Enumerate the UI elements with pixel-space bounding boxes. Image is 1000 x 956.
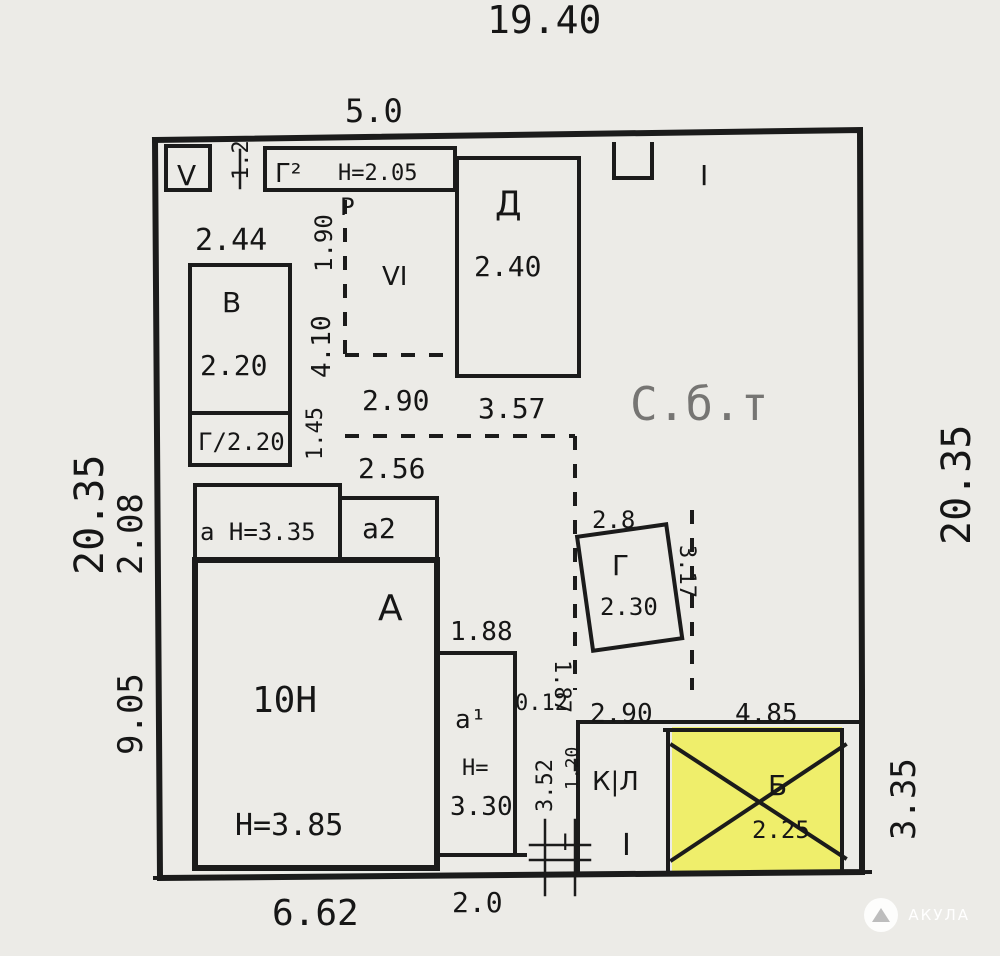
label-a1: а¹ xyxy=(455,705,486,735)
label-dim-2-90b: 2.90 xyxy=(590,699,653,729)
label-g: Г xyxy=(612,549,629,582)
label-dim-1-90: 1.90 xyxy=(310,214,338,272)
label-t-top: I xyxy=(700,159,708,192)
label-h-3-30-a: Н= xyxy=(462,756,489,781)
label-p: Р xyxy=(340,193,354,221)
label-v-small-dim: 1.2 xyxy=(229,140,254,180)
label-dim-1-20: 1.20 xyxy=(562,747,583,790)
label-dim-3-52: 3.52 xyxy=(533,759,558,812)
dim-right-total: 20.35 xyxy=(934,425,980,545)
label-10n: 10Н xyxy=(252,680,317,721)
faded-stamp: С.б.т xyxy=(630,377,768,431)
room-a-big xyxy=(192,557,440,871)
label-dim-4-85: 4.85 xyxy=(735,699,798,729)
dim-top-segment: 5.0 xyxy=(345,92,403,130)
label-h-3-85: Н=3.85 xyxy=(235,808,343,843)
label-dim-1-88: 1.88 xyxy=(450,617,513,647)
watermark-brand: АКУЛА xyxy=(908,906,970,924)
room-g xyxy=(574,522,685,653)
label-b-dim: 2.20 xyxy=(200,349,267,382)
label-dim-2-56: 2.56 xyxy=(358,452,425,485)
label-i-big: I xyxy=(622,828,631,863)
label-g1: Г/2.20 xyxy=(198,428,285,456)
watermark: АКУЛА xyxy=(864,898,970,932)
label-highlight-letter: Б xyxy=(768,769,787,802)
label-d-dim: 2.40 xyxy=(474,250,541,283)
label-d: Д xyxy=(495,184,522,224)
label-g2-height: H=2.05 xyxy=(338,161,417,186)
label-vi: VI xyxy=(382,262,407,292)
dim-right-lower: 3.35 xyxy=(884,758,924,840)
label-dim-1-87: 1.87 xyxy=(549,660,574,713)
plan-labels: 19.40 5.0 20.35 2.08 9.05 20.35 3.35 6.6… xyxy=(67,0,980,934)
dim-top-total: 19.40 xyxy=(487,0,601,42)
label-v-small: V xyxy=(177,159,196,192)
label-dim-2-8: 2.8 xyxy=(592,506,635,534)
shark-logo-icon xyxy=(864,898,899,932)
label-dim-3-57: 3.57 xyxy=(478,392,545,425)
label-dim-3-17: 3.17 xyxy=(674,545,699,598)
label-dim-1-45: 1.45 xyxy=(303,407,328,460)
dimension-ticks xyxy=(528,818,592,897)
dim-left-lower: 9.05 xyxy=(111,673,151,755)
label-b: В xyxy=(222,286,241,319)
label-a2: а2 xyxy=(362,512,396,545)
label-a-big: А xyxy=(378,588,403,629)
label-i-small: I xyxy=(562,831,569,856)
room-v xyxy=(188,263,292,467)
label-dim-4-10: 4.10 xyxy=(307,315,337,378)
label-h-3-30-b: 3.30 xyxy=(450,792,513,822)
dim-bottom-mid: 2.0 xyxy=(452,886,503,919)
dashed-lines xyxy=(343,200,694,690)
dim-left-total: 20.35 xyxy=(67,455,113,575)
room-d xyxy=(455,156,581,378)
label-highlight-dim: 2.25 xyxy=(752,816,810,844)
label-dim-2-90a: 2.90 xyxy=(362,384,429,417)
label-dim-2-44: 2.44 xyxy=(195,223,267,258)
label-g-dim: 2.30 xyxy=(600,593,658,621)
label-kl: К|Л xyxy=(592,767,639,797)
outer-walls xyxy=(151,126,873,882)
label-dim-0-12: 0.12 xyxy=(515,691,568,716)
room-a1 xyxy=(438,651,527,857)
dim-bottom-left: 6.62 xyxy=(272,893,359,934)
label-g2: Г² xyxy=(275,159,301,189)
dim-left-upper: 2.08 xyxy=(111,493,151,575)
label-a-height: а Н=3.35 xyxy=(200,518,316,546)
